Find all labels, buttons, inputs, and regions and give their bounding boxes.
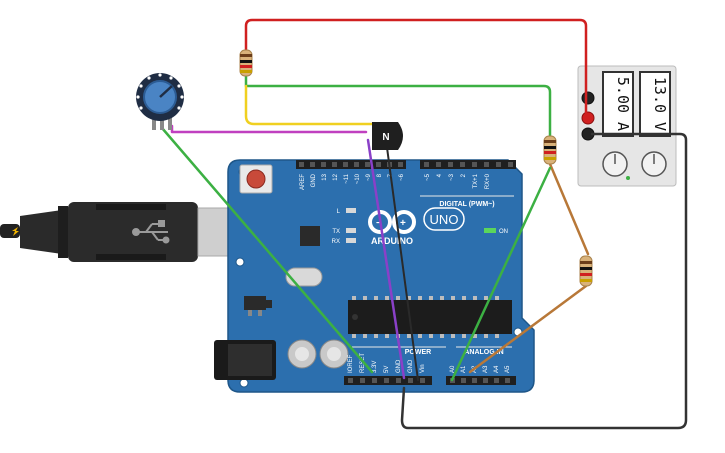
digital-header-left[interactable] <box>296 160 406 169</box>
led-tx-label: TX <box>332 229 340 235</box>
pin-label: ~11 <box>344 173 350 183</box>
capacitor <box>287 339 317 369</box>
uno-badge <box>423 207 465 231</box>
pin-label: A3 <box>483 365 489 373</box>
pin-label: ~9 <box>366 173 372 181</box>
pin-label: ~5 <box>425 173 431 181</box>
wires <box>160 18 688 430</box>
usb-cable-strain-relief <box>20 210 62 254</box>
wire-magenta[interactable] <box>170 124 368 134</box>
voltage-regulator <box>244 296 266 310</box>
resistor-top[interactable] <box>239 49 253 77</box>
transistor-body <box>372 122 403 150</box>
usb-cable[interactable] <box>0 202 243 262</box>
wire-brown-lower[interactable] <box>468 284 588 374</box>
current-display-value: 5.00 A <box>614 77 632 131</box>
pin-label: 5V <box>384 366 390 373</box>
svg-text:−: − <box>376 218 382 229</box>
arduino-logo-text: ARDUINO <box>371 236 413 246</box>
voltage-display-value: 13.0 V <box>651 77 669 131</box>
resistor-middle[interactable] <box>543 135 557 165</box>
wire-transistor-emitter[interactable] <box>385 139 419 381</box>
pin-label: TX+1 <box>473 173 479 188</box>
digital-header-label: DIGITAL (PWM~) <box>439 201 494 208</box>
reset-button[interactable] <box>246 169 266 189</box>
transistor-label: N <box>382 132 389 143</box>
pin-label: 4 <box>437 173 443 177</box>
potentiometer[interactable] <box>136 73 184 130</box>
pin-label: 13 <box>322 173 328 180</box>
wire-yellow[interactable] <box>244 84 380 134</box>
pin-label: 3.3V <box>372 361 378 373</box>
analog-header[interactable] <box>446 376 516 385</box>
pin-label: A5 <box>505 365 511 373</box>
led-rx-label: RX <box>332 239 340 245</box>
resistor-lower[interactable] <box>579 255 593 287</box>
led-on <box>484 228 496 233</box>
power-section-label: POWER <box>405 349 431 356</box>
led-l-label: L <box>337 209 341 215</box>
svg-text:+: + <box>400 218 406 229</box>
wire-purple[interactable] <box>366 138 406 380</box>
capacitor <box>319 339 349 369</box>
pin-label: GND <box>396 359 402 373</box>
usb-cable-end <box>0 224 20 238</box>
wire-green-analog[interactable] <box>450 166 552 382</box>
analog-section-label: ANALOG IN <box>464 349 503 356</box>
dc-power-supply[interactable]: 5.00 A 13.0 V <box>577 65 677 187</box>
pin-label: RX+0 <box>485 173 491 189</box>
pin-label: GND <box>408 359 414 373</box>
led-l <box>346 208 356 213</box>
pin-label: 2 <box>461 173 467 177</box>
npn-transistor[interactable]: N <box>372 122 403 150</box>
wire-black-ground[interactable] <box>400 132 688 430</box>
current-display <box>602 71 634 137</box>
usb-interface-chip <box>300 226 320 246</box>
pin-label: IOREF <box>348 354 354 373</box>
led-on-label: ON <box>499 229 508 235</box>
pin-label: 8 <box>377 173 383 177</box>
supply-indicator-led <box>626 176 630 180</box>
led-rx <box>346 238 356 243</box>
wire-brown-upper[interactable] <box>548 162 590 256</box>
pin-label: A1 <box>461 365 467 373</box>
pin-label: A4 <box>494 365 500 373</box>
pin-label: ~10 <box>355 173 361 184</box>
digital-header-right[interactable] <box>420 160 516 169</box>
positive-terminal-red[interactable] <box>581 111 595 125</box>
pin-label: GND <box>311 173 317 187</box>
atmega-microcontroller <box>348 296 512 338</box>
power-bolt-icon <box>12 227 19 236</box>
digital-header-pins <box>299 162 513 167</box>
pin-label: 12 <box>333 173 339 180</box>
positive-terminal[interactable] <box>581 91 595 105</box>
pin-label: ~6 <box>399 173 405 181</box>
pin-label: ~3 <box>449 173 455 181</box>
wire-green-top[interactable] <box>244 68 552 142</box>
mounting-hole <box>239 378 249 388</box>
pin-label: A0 <box>450 365 456 373</box>
wire-green-pot[interactable] <box>160 126 374 374</box>
voltage-display <box>639 71 671 137</box>
pin-label: Vin <box>420 364 426 373</box>
led-tx <box>346 228 356 233</box>
uno-model-label: UNO <box>430 212 459 227</box>
usb-icon <box>132 220 170 244</box>
pin-label: AREF <box>300 174 306 190</box>
wire-red[interactable] <box>244 18 588 120</box>
mounting-hole <box>235 257 245 267</box>
